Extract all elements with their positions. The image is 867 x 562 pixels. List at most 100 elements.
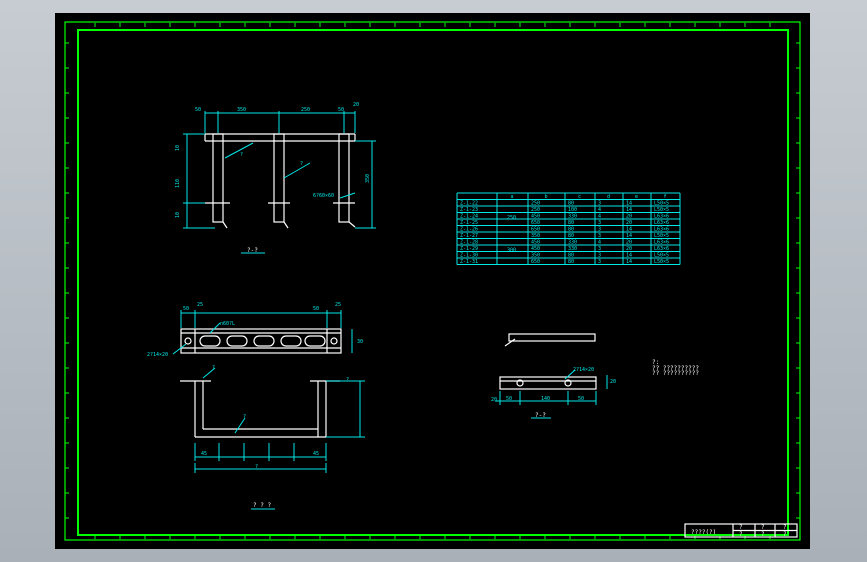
section-right-dim: ? <box>346 377 349 383</box>
front-left-dim-2: 110 <box>175 179 181 188</box>
table-cell: 350 <box>531 253 540 259</box>
table-cell: 20 <box>626 246 632 252</box>
section-leader-a: ? <box>212 365 215 371</box>
table-header-cell: c <box>578 194 581 200</box>
section-view-caption: ? ? ? <box>253 502 271 509</box>
table-cell: 3 <box>598 259 601 265</box>
plan-side-dim: 30 <box>357 339 363 345</box>
plan-view: 50 25 50 25 n60?L 2?14×20 30 <box>147 302 363 358</box>
table-cell: L63×6 <box>654 220 669 226</box>
table-cell: 3 <box>598 201 601 207</box>
detail-dim-4: 50 <box>578 396 584 402</box>
table-header-cell: a <box>511 194 514 200</box>
detail-right-dim: 20 <box>610 379 616 385</box>
table-cell: 3 <box>598 227 601 233</box>
table-cell: 350 <box>531 233 540 239</box>
table-cell: Z-1-23 <box>460 207 478 213</box>
table-cell: 330 <box>568 246 577 252</box>
drawing-svg: ????(?) ? ? ? ? ? ? <box>64 21 801 541</box>
table-cell: L50×5 <box>654 253 669 259</box>
table-cell: Z-1-28 <box>460 240 478 246</box>
table-cell: 80 <box>568 259 574 265</box>
frame-ticks <box>65 23 800 539</box>
notes-line-3: ?? ?????????? <box>652 370 699 377</box>
notes-line-1: ?: <box>652 359 659 366</box>
title-drawing-name: ????(?) <box>691 529 716 536</box>
table-cell: 20 <box>626 220 632 226</box>
table-cell: Z-1-24 <box>460 214 478 220</box>
table-cell: 80 <box>568 220 574 226</box>
table-cell: L50×5 <box>654 233 669 239</box>
drawing-sheet[interactable]: ????(?) ? ? ? ? ? ? <box>55 13 810 549</box>
title-cell-e: ? <box>761 531 765 538</box>
front-dim-2: 350 <box>237 107 246 113</box>
front-leader-a: ? <box>240 152 243 158</box>
detail-view-caption: ?-? <box>535 412 546 419</box>
table-cell: 3 <box>598 220 601 226</box>
table-header-cell: b <box>545 194 548 200</box>
table-cell: 330 <box>568 240 577 246</box>
table-cell: Z-1-30 <box>460 253 478 259</box>
plan-dim-3: 50 <box>313 306 319 312</box>
front-right-dim: 350 <box>365 174 371 183</box>
detail-leader: 2?14×20 <box>573 367 594 373</box>
detail-dim-1: 20 <box>491 397 497 403</box>
front-leader-b: ? <box>300 161 303 167</box>
table-cell: 4 <box>598 207 601 213</box>
table-cell: 80 <box>568 253 574 259</box>
table-cell: Z-1-31 <box>460 259 478 265</box>
front-left-dim-3: 10 <box>175 212 181 218</box>
table-cell: 3 <box>598 246 601 252</box>
table-cell: 14 <box>626 253 632 259</box>
table-cell: L50×5 <box>654 201 669 207</box>
table-cell: 4 <box>598 214 601 220</box>
plan-leader-a: n60?L <box>220 321 235 327</box>
table-cell: 14 <box>626 227 632 233</box>
table-cell: L63×6 <box>654 246 669 252</box>
table-cell: 80 <box>568 201 574 207</box>
title-cell-a: ? <box>739 524 743 531</box>
table-cell: L50×5 <box>654 259 669 265</box>
table-header-cell: d <box>607 194 610 200</box>
plan-dim-4: 25 <box>335 302 341 308</box>
table-cell: 450 <box>531 246 540 252</box>
table-header-cell: f <box>664 194 667 200</box>
table-cell: 14 <box>626 201 632 207</box>
title-cell-b: ? <box>761 524 765 531</box>
front-view: 50 350 250 50 20 10 110 10 350 ? ? <box>175 102 376 254</box>
table-cell: 650 <box>531 220 540 226</box>
notes: ?: ?? ?????????? ?? ?????????? <box>652 359 699 377</box>
notes-line-2: ?? ?????????? <box>652 365 699 372</box>
detail-dim-2: 50 <box>506 396 512 402</box>
table-cell: L50×5 <box>654 207 669 213</box>
table-cell: 14 <box>626 207 632 213</box>
title-cell-c: ? <box>783 524 787 531</box>
table-cell: L63×6 <box>654 240 669 246</box>
section-dim-1: 45 <box>201 451 207 457</box>
front-view-caption: ?-? <box>247 247 258 254</box>
table-cell: L63×6 <box>654 227 669 233</box>
table-cell: L63×6 <box>654 214 669 220</box>
table-cell: 250 <box>531 207 540 213</box>
section-total-dim: ? <box>255 464 258 470</box>
detail-dim-3: 140 <box>541 396 550 402</box>
title-cell-d: ? <box>739 531 743 538</box>
title-block: ????(?) ? ? ? ? ? ? <box>684 523 798 538</box>
plan-dim-1: 50 <box>183 306 189 312</box>
table-cell: 450 <box>531 214 540 220</box>
table-cell: Z-1-27 <box>460 233 478 239</box>
table-cell: 14 <box>626 259 632 265</box>
section-view: ? ? 45 45 ? <box>180 365 365 510</box>
table-cell: 3 <box>598 253 601 259</box>
front-dim-1: 50 <box>195 107 201 113</box>
table-group-label: 300 <box>507 248 516 254</box>
detail-view: 2?14×20 20 50 140 50 20 ?-? <box>491 333 616 419</box>
inner-frame <box>77 29 789 536</box>
table-cell: 20 <box>626 214 632 220</box>
section-leader-b: ? <box>243 414 246 420</box>
outer-frame <box>64 21 801 541</box>
table-cell: 330 <box>568 214 577 220</box>
table-cell: 14 <box>626 233 632 239</box>
